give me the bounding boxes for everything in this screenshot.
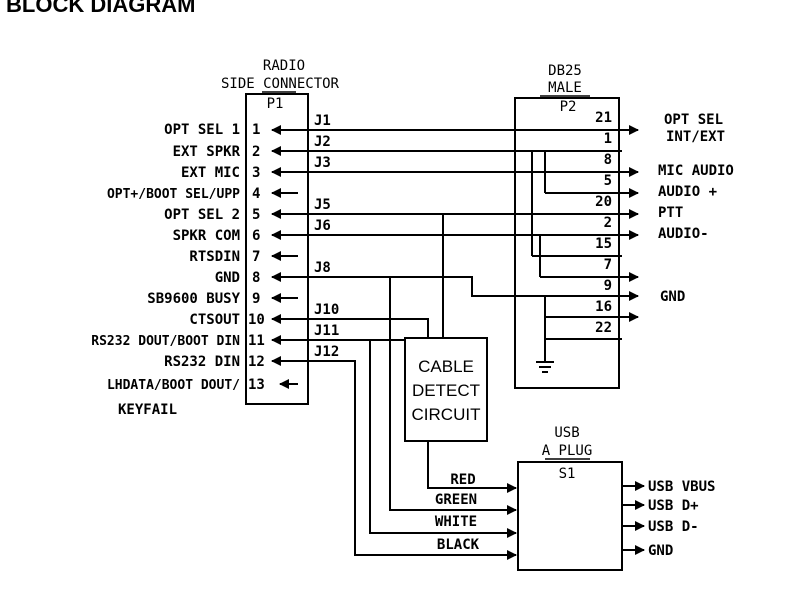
p1-pin13-number: 13 (248, 377, 265, 393)
p1-pin9-number: 9 (252, 291, 260, 307)
usb-box (517, 461, 623, 571)
p1-pin6-number: 6 (252, 228, 260, 244)
usb-out-dminus: USB D- (648, 519, 699, 535)
output-opt-sel: OPT SEL (664, 112, 723, 128)
p1-pin10-label: CTSOUT (189, 312, 240, 328)
cable-detect-circuit: CABLE DETECT CIRCUIT (282, 214, 488, 442)
p1-box (245, 93, 309, 405)
p1-pin12-number: 12 (248, 354, 265, 370)
p1-pin11-label: RS232 DOUT/BOOT DIN (91, 334, 240, 349)
p2-header-line2: MALE (548, 80, 582, 96)
output-audio-minus: AUDIO- (658, 226, 709, 242)
p2-pin2: 2 (604, 215, 612, 231)
output-mic-audio: MIC AUDIO (658, 163, 734, 179)
p2-pin15: 15 (595, 236, 612, 252)
output-ptt: PTT (658, 205, 683, 221)
p1-pin5-number: 5 (252, 207, 260, 223)
p1-pin2-number: 2 (252, 144, 260, 160)
p1-pin13-label: LHDATA/BOOT DOUT/ (107, 378, 240, 393)
p1-pin8-label: GND (215, 270, 240, 286)
p1-pin7-label: RTSDIN (189, 249, 240, 265)
p1-pin3-label: EXT MIC (181, 165, 240, 181)
p2-pin9: 9 (604, 278, 612, 294)
usb-out-gnd: GND (648, 543, 673, 559)
p1-pin12-label: RS232 DIN (164, 354, 240, 370)
wires-p1-p2 (282, 125, 639, 373)
usb-wire-black: BLACK (437, 537, 480, 553)
p2-pin1: 1 (604, 131, 612, 147)
p1-pin-arrows (271, 125, 298, 389)
jumper-j11: J11 (314, 323, 339, 339)
p2-ref: P2 (560, 99, 577, 115)
usb-header-line2: A PLUG (542, 443, 593, 459)
jumper-j3: J3 (314, 155, 331, 171)
p1-pin6-label: SPKR COM (173, 228, 240, 244)
usb-wire-white: WHITE (435, 514, 477, 530)
p2-header-line1: DB25 (548, 63, 582, 79)
p1-pin3-number: 3 (252, 165, 260, 181)
diagram-title: BLOCK DIAGRAM (6, 0, 195, 17)
p1-pin4-label: OPT+/BOOT SEL/UPP (107, 187, 240, 202)
jumper-j5: J5 (314, 197, 331, 213)
p1-pin7-number: 7 (252, 249, 260, 265)
usb-out-vbus: USB VBUS (648, 479, 715, 495)
jumper-j10: J10 (314, 302, 339, 318)
usb-wire-green: GREEN (435, 492, 477, 508)
jumper-j6: J6 (314, 218, 331, 234)
p1-pin13-label-line2: KEYFAIL (118, 402, 177, 418)
p1-pin10-number: 10 (248, 312, 265, 328)
p1-pin4-number: 4 (252, 186, 260, 202)
cable-detect-line3: CIRCUIT (412, 405, 481, 424)
p1-header-line2: SIDE CONNECTOR (221, 76, 340, 92)
p1-pin9-label: SB9600 BUSY (147, 291, 240, 307)
cable-detect-box (404, 337, 488, 442)
p1-pin1-number: 1 (252, 122, 260, 138)
p2-pin16: 16 (595, 299, 612, 315)
p1-pin1-label: OPT SEL 1 (164, 122, 240, 138)
output-gnd: GND (660, 289, 685, 305)
usb-ref: S1 (559, 466, 576, 482)
p2-pin22: 22 (595, 320, 612, 336)
p1-pin2-label: EXT SPKR (173, 144, 241, 160)
jumper-j8: J8 (314, 260, 331, 276)
output-audio-plus: AUDIO + (658, 184, 717, 200)
jumper-j2: J2 (314, 134, 331, 150)
p2-pin21: 21 (595, 110, 612, 126)
p1-ref: P1 (267, 96, 284, 112)
jumper-labels: J1 J2 J3 J5 J6 J8 J10 J11 J12 (314, 113, 339, 360)
p2-pin20: 20 (595, 194, 612, 210)
p2-pin8: 8 (604, 152, 612, 168)
jumper-j1: J1 (314, 113, 331, 129)
output-int-ext: INT/EXT (666, 129, 725, 145)
usb-header-line1: USB (554, 425, 579, 441)
p1-pin8-number: 8 (252, 270, 260, 286)
p2-pin7: 7 (604, 257, 612, 273)
jumper-j12: J12 (314, 344, 339, 360)
usb-plug: USB A PLUG S1 RED GREEN WHITE BLACK USB … (282, 277, 715, 571)
p1-connector: RADIO SIDE CONNECTOR P1 OPT SEL 1 EXT SP… (91, 58, 339, 418)
cable-detect-line2: DETECT (412, 381, 480, 400)
p2-pin5: 5 (604, 173, 612, 189)
usb-out-dplus: USB D+ (648, 498, 699, 514)
p1-pin11-number: 11 (248, 333, 265, 349)
p2-output-labels: OPT SEL INT/EXT MIC AUDIO AUDIO + PTT AU… (658, 112, 734, 305)
p1-header-line1: RADIO (263, 58, 305, 74)
p1-pin5-label: OPT SEL 2 (164, 207, 240, 223)
cable-detect-line1: CABLE (418, 357, 474, 376)
usb-wire-red: RED (450, 472, 475, 488)
